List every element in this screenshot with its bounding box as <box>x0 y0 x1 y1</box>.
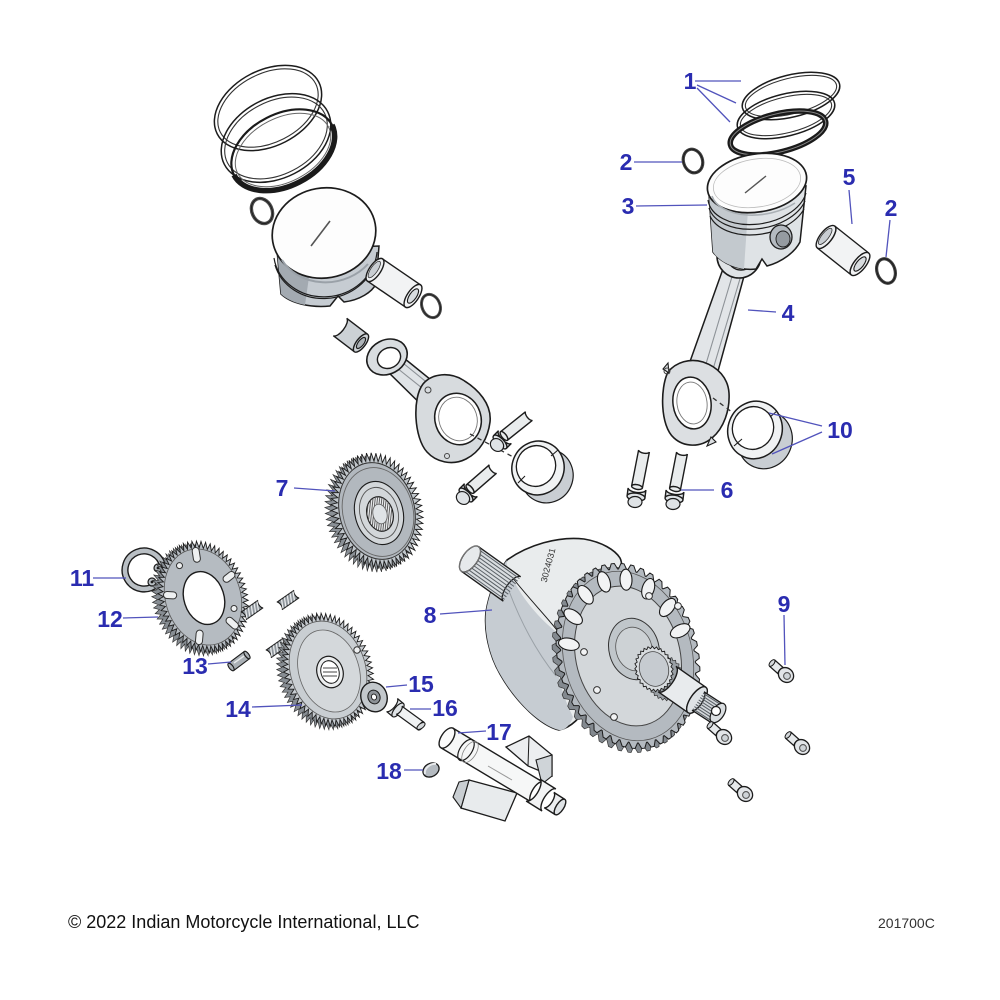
svg-text:9: 9 <box>778 591 791 617</box>
svg-text:14: 14 <box>225 696 251 722</box>
svg-text:11: 11 <box>70 565 95 591</box>
svg-text:13: 13 <box>182 653 208 679</box>
svg-text:© 2022 Indian Motorcycle Inter: © 2022 Indian Motorcycle International, … <box>68 912 419 932</box>
svg-text:18: 18 <box>376 758 402 784</box>
svg-text:1: 1 <box>684 68 697 94</box>
svg-text:4: 4 <box>782 300 795 326</box>
svg-text:17: 17 <box>486 719 512 745</box>
svg-text:6: 6 <box>721 477 734 503</box>
svg-text:5: 5 <box>843 164 856 190</box>
svg-text:3: 3 <box>622 193 635 219</box>
svg-text:7: 7 <box>276 475 289 501</box>
svg-text:15: 15 <box>408 671 434 697</box>
svg-text:8: 8 <box>424 602 437 628</box>
svg-text:2: 2 <box>885 195 898 221</box>
svg-text:201700C: 201700C <box>878 915 935 931</box>
svg-text:2: 2 <box>620 149 633 175</box>
svg-text:12: 12 <box>97 606 123 632</box>
svg-text:16: 16 <box>432 695 458 721</box>
svg-text:10: 10 <box>827 417 853 443</box>
